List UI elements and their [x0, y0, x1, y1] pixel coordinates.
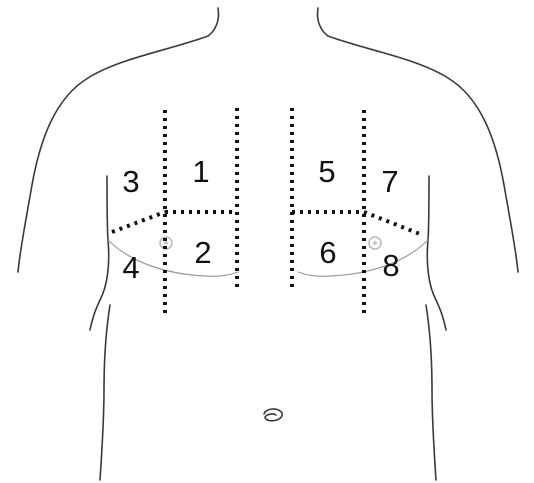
- left-shoulder-arm: [18, 36, 208, 272]
- zone-label-5: 5: [318, 154, 335, 189]
- right-nipple: [369, 237, 381, 249]
- left-armpit: [90, 176, 109, 330]
- zone-label-4: 4: [122, 250, 139, 285]
- left-flank: [100, 305, 110, 480]
- neck-left: [208, 8, 219, 36]
- right-flank: [426, 305, 436, 480]
- zone-boundaries: [112, 108, 420, 318]
- zone-label-6: 6: [319, 235, 336, 270]
- zone-label-7: 7: [381, 164, 398, 199]
- right-lateral-horizontal-line: [364, 212, 420, 234]
- zone-label-2: 2: [194, 235, 211, 270]
- zone-labels: 1 2 3 4 5 6 7 8: [122, 154, 399, 285]
- right-armpit: [427, 176, 446, 330]
- zone-label-3: 3: [122, 164, 139, 199]
- navel: [264, 409, 282, 421]
- left-lateral-horizontal-line: [112, 212, 165, 232]
- right-shoulder-arm: [328, 36, 518, 272]
- zone-label-8: 8: [382, 248, 399, 283]
- zone-label-1: 1: [192, 154, 209, 189]
- neck-right: [317, 8, 328, 36]
